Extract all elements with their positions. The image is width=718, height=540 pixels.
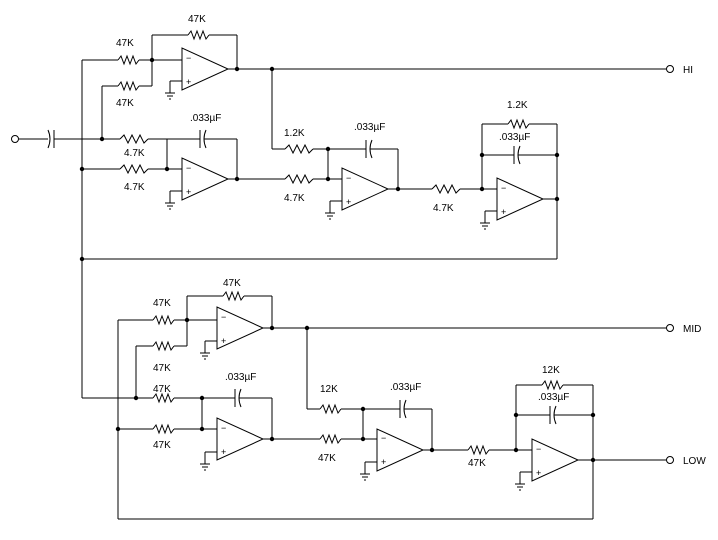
label-4-7k-c: 4.7K: [284, 193, 305, 204]
input-capacitor: [47, 129, 55, 149]
opamp-u1-minus: −: [186, 53, 191, 63]
opamp-u3-minus: −: [346, 173, 351, 183]
mid-output: MID: [272, 324, 701, 335]
label-033uf-c: .033µF: [499, 132, 530, 143]
upper-fourth-stage: 4.7K 1.2K .033µF − +: [431, 100, 560, 259]
label-12k-b: 12K: [542, 365, 560, 376]
low-output: LOW: [666, 456, 706, 467]
label-47k-e: 47K: [223, 278, 241, 289]
opamp-u6-minus: −: [221, 423, 226, 433]
opamp-u2-minus: −: [186, 163, 191, 173]
label-47k-h: 47K: [153, 440, 171, 451]
opamp-u8-minus: −: [536, 444, 541, 454]
opamp-u1: [181, 47, 230, 91]
label-033uf-d: .033µF: [225, 372, 256, 383]
hi-output: HI: [237, 65, 693, 76]
upper-third-stage: 1.2K 4.7K .033µF − +: [271, 69, 432, 220]
opamp-u2: [181, 157, 230, 201]
lower-integrator-stage: 47K 47K .033µF − +: [115, 372, 320, 471]
opamp-u7: [376, 428, 425, 472]
label-033uf-b: .033µF: [354, 122, 385, 133]
label-47k-g: 47K: [153, 384, 171, 395]
hi-terminal: [666, 65, 674, 73]
opamp-u7-plus: +: [381, 457, 386, 467]
opamp-u4-minus: −: [501, 183, 506, 193]
opamp-u3: [341, 167, 390, 211]
label-47k-d: 47K: [153, 298, 171, 309]
label-1-2k-a: 1.2K: [284, 128, 305, 139]
label-47k-a: 47K: [116, 38, 134, 49]
label-47k-f: 47K: [153, 363, 171, 374]
label-4-7k-b: 4.7K: [124, 182, 145, 193]
hi-label: HI: [683, 65, 693, 76]
label-033uf-f: .033µF: [538, 392, 569, 403]
input-section: [11, 85, 120, 149]
opamp-u5-minus: −: [221, 312, 226, 322]
label-4-7k-a: 4.7K: [124, 148, 145, 159]
resistor-47k-top-in2: [117, 80, 140, 92]
label-12k-a: 12K: [320, 384, 338, 395]
label-4-7k-d: 4.7K: [433, 203, 454, 214]
opamp-u4: [496, 177, 545, 221]
opamp-u8: [531, 438, 580, 482]
opamp-u8-plus: +: [536, 468, 541, 478]
label-47k-b: 47K: [188, 14, 206, 25]
input-terminal: [11, 135, 19, 143]
upper-integrator-stage: 4.7K 4.7K .033µF − +: [82, 113, 285, 210]
mid-terminal: [666, 324, 674, 332]
opamp-u4-plus: +: [501, 207, 506, 217]
low-terminal: [666, 456, 674, 464]
label-033uf-e: .033µF: [390, 382, 421, 393]
label-1-2k-b: 1.2K: [507, 100, 528, 111]
opamp-u6-plus: +: [221, 447, 226, 457]
low-label: LOW: [683, 456, 706, 467]
opamp-u2-plus: +: [186, 187, 191, 197]
opamp-u5-plus: +: [221, 336, 226, 346]
opamp-u5: [216, 306, 265, 350]
resistor-47k-top-in: [117, 54, 140, 66]
upper-summer-stage: 47K 47K 47K − +: [79, 14, 240, 398]
lower-third-stage: 12K 47K .033µF − +: [306, 328, 468, 481]
label-47k-i: 47K: [318, 453, 336, 464]
label-033uf-a: .033µF: [190, 113, 221, 124]
opamp-u3-plus: +: [346, 197, 351, 207]
label-47k-c: 47K: [116, 98, 134, 109]
opamp-u7-minus: −: [381, 433, 386, 443]
mid-summer-stage: 47K 47K 47K − +: [82, 278, 275, 519]
opamp-u6: [216, 417, 265, 461]
mid-label: MID: [683, 324, 701, 335]
lower-fourth-stage: 47K 12K .033µF − +: [467, 365, 666, 519]
label-47k-j: 47K: [468, 458, 486, 469]
opamp-u1-plus: +: [186, 77, 191, 87]
